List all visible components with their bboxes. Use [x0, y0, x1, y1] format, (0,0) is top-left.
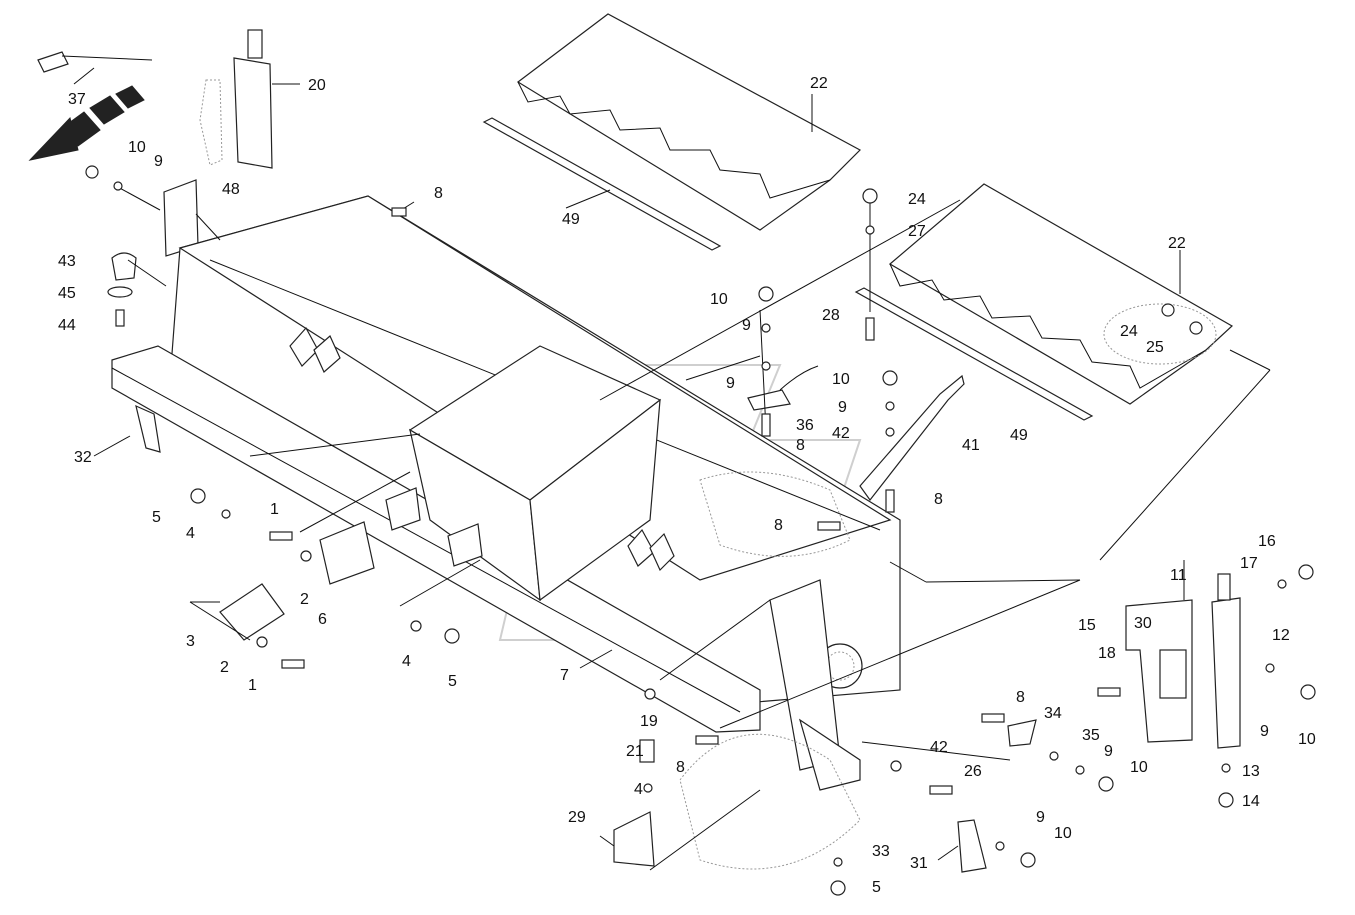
- callout-48: 48: [222, 181, 240, 198]
- callout-10: 10: [832, 371, 850, 388]
- callout-7: 7: [560, 667, 569, 684]
- callout-37: 37: [68, 91, 86, 108]
- callout-9: 9: [154, 153, 163, 170]
- callout-26: 26: [964, 763, 982, 780]
- callout-42: 42: [832, 425, 850, 442]
- callout-49: 49: [1010, 427, 1028, 444]
- callout-13: 13: [1242, 763, 1260, 780]
- callout-9: 9: [742, 317, 751, 334]
- front-brackets: [219, 487, 483, 641]
- callout-1: 1: [248, 677, 257, 694]
- callout-22: 22: [1168, 235, 1186, 252]
- callout-49: 49: [562, 211, 580, 228]
- callout-24: 24: [1120, 323, 1138, 340]
- callout-33: 33: [872, 843, 890, 860]
- guard-22-left: [482, 13, 861, 251]
- part-20-bracket: [199, 29, 273, 169]
- fasteners: [85, 165, 1316, 896]
- callout-22: 22: [810, 75, 828, 92]
- callout-4: 4: [402, 653, 411, 670]
- part-34-clip: [1007, 719, 1037, 747]
- callout-2: 2: [220, 659, 229, 676]
- part-36-clip: [747, 365, 819, 411]
- callout-2: 2: [300, 591, 309, 608]
- callout-25: 25: [1146, 339, 1164, 356]
- callout-9: 9: [1260, 723, 1269, 740]
- callout-1: 1: [270, 501, 279, 518]
- callout-21: 21: [626, 743, 644, 760]
- callout-11: 11: [1170, 567, 1187, 584]
- callout-4: 4: [634, 781, 643, 798]
- callout-9: 9: [726, 375, 735, 392]
- callout-9: 9: [1104, 743, 1113, 760]
- callout-16: 16: [1258, 533, 1276, 550]
- callout-8: 8: [1016, 689, 1025, 706]
- callout-8: 8: [434, 185, 443, 202]
- leader-lines: [73, 67, 1271, 871]
- callout-8: 8: [796, 437, 805, 454]
- callout-17: 17: [1240, 555, 1258, 572]
- part-31-bracket: [957, 819, 987, 873]
- part-37-rod: [37, 51, 153, 73]
- callout-43: 43: [58, 253, 76, 270]
- callout-3: 3: [186, 633, 195, 650]
- callout-10: 10: [1298, 731, 1316, 748]
- part-41-arm: [859, 374, 965, 502]
- part-29-deflector: [613, 733, 861, 870]
- callout-8: 8: [934, 491, 943, 508]
- callout-10: 10: [1130, 759, 1148, 776]
- callout-8: 8: [774, 517, 783, 534]
- direction-arrow-icon: [28, 85, 145, 161]
- callout-28: 28: [822, 307, 840, 324]
- callout-15: 15: [1078, 617, 1096, 634]
- callout-4: 4: [186, 525, 195, 542]
- callout-42: 42: [930, 739, 948, 756]
- right-latch-assembly: [1125, 573, 1241, 749]
- callout-44: 44: [58, 317, 76, 334]
- callout-20: 20: [308, 77, 326, 94]
- callout-5: 5: [872, 879, 881, 896]
- callout-9: 9: [838, 399, 847, 416]
- callout-41: 41: [962, 437, 980, 454]
- callout-31: 31: [910, 855, 928, 872]
- callout-10: 10: [1054, 825, 1072, 842]
- callout-45: 45: [58, 285, 76, 302]
- callout-35: 35: [1082, 727, 1100, 744]
- callout-12: 12: [1272, 627, 1290, 644]
- part-43-45-44-hardware: [107, 252, 137, 327]
- main-hopper-body: [111, 195, 901, 791]
- callout-5: 5: [448, 673, 457, 690]
- callout-32: 32: [74, 449, 92, 466]
- callout-27: 27: [908, 223, 926, 240]
- callout-14: 14: [1242, 793, 1260, 810]
- callout-labels: 37 20 22 10 9 48 8 49 24 27 22 43 45 44 …: [58, 75, 1316, 896]
- callout-36: 36: [796, 417, 814, 434]
- callout-24: 24: [908, 191, 926, 208]
- part-32-bracket: [135, 404, 161, 453]
- callout-34: 34: [1044, 705, 1062, 722]
- callout-10: 10: [128, 139, 146, 156]
- callout-29: 29: [568, 809, 586, 826]
- callout-19: 19: [640, 713, 658, 730]
- callout-18: 18: [1098, 645, 1116, 662]
- callout-8: 8: [676, 759, 685, 776]
- callout-5: 5: [152, 509, 161, 526]
- callout-10: 10: [710, 291, 728, 308]
- callout-30: 30: [1134, 615, 1152, 632]
- callout-9: 9: [1036, 809, 1045, 826]
- guard-22-right: [854, 183, 1234, 421]
- callout-6: 6: [318, 611, 327, 628]
